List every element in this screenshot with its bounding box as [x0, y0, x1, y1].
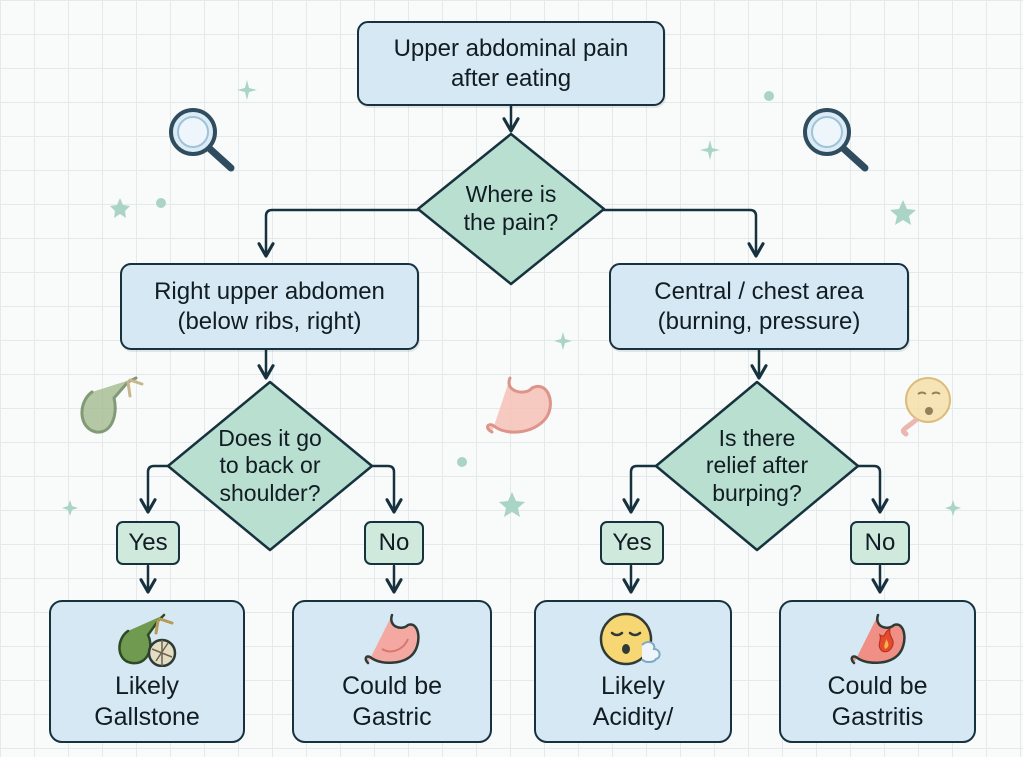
q2-line-3: shoulder?: [219, 479, 321, 506]
start-line-1: Upper abdominal pain: [393, 34, 629, 62]
magnifier-icon: [803, 108, 869, 172]
start-node: Upper abdominal pain after eating: [357, 21, 665, 106]
connector-q3-yes: [622, 464, 659, 514]
question-burping-text: Is there relief after burping?: [678, 420, 836, 512]
question-back-shoulder-text: Does it go to back or shoulder?: [192, 420, 348, 512]
dot: [156, 198, 166, 208]
gallstone-line-2: Gallstone: [94, 702, 200, 731]
connector-q2-yes: [139, 464, 172, 514]
q3-line-3: burping?: [712, 479, 802, 506]
sparkle-icon: [237, 80, 257, 100]
label-no-left: No: [364, 521, 424, 565]
central-line-1: Central / chest area: [654, 277, 864, 305]
sparkle-icon: [62, 500, 78, 516]
q1-line-2: the pain?: [463, 209, 559, 235]
sparkle-icon: [554, 332, 572, 350]
q3-line-2: relief after: [705, 452, 809, 479]
gallbladder-stone-icon: [118, 613, 177, 667]
q1-line-1: Where is: [465, 181, 557, 208]
central-line-2: (burning, pressure): [657, 307, 861, 335]
result-gastritis: Could be Gastritis: [779, 600, 976, 743]
start-line-2: after eating: [450, 64, 572, 92]
result-gallstone: Likely Gallstone: [49, 600, 245, 743]
stomach-icon: [486, 376, 552, 434]
gastric-line-2: Gastric: [352, 702, 432, 731]
gallbladder-icon: [80, 376, 144, 434]
result-gastric: Could be Gastric: [292, 600, 492, 743]
decorations: [62, 80, 961, 517]
label-yes-left: Yes: [116, 521, 180, 565]
central-chest-node: Central / chest area (burning, pressure): [609, 263, 909, 350]
right-upper-line-2: (below ribs, right): [177, 307, 362, 335]
gastritis-line-1: Could be: [827, 671, 928, 700]
star-icon: [110, 198, 130, 218]
q2-line-2: to back or: [219, 452, 321, 479]
connector-q1-central: [599, 208, 765, 258]
label-yes-right: Yes: [600, 521, 664, 565]
label-no-right: No: [850, 521, 910, 565]
q2-line-1: Does it go: [218, 424, 322, 451]
inflamed-stomach-icon: [850, 613, 906, 664]
nausea-face-icon: [900, 377, 951, 437]
magnifier-icon: [169, 108, 235, 172]
q3-line-1: Is there: [718, 424, 796, 451]
dot: [764, 91, 774, 101]
decision-diamond-where: [416, 132, 606, 286]
stomach-icon: [364, 613, 420, 664]
sparkle-icon: [700, 140, 720, 160]
acidity-line-1: Likely: [601, 671, 665, 700]
dot: [457, 457, 467, 467]
right-upper-line-1: Right upper abdomen: [154, 277, 385, 305]
connector-q2-no: [368, 464, 403, 514]
connector-q1-right-upper: [257, 208, 423, 258]
acidity-line-2: Acidity/: [592, 702, 674, 731]
decision-diamond-back-shoulder: [166, 380, 374, 552]
right-upper-abdomen-node: Right upper abdomen (below ribs, right): [120, 263, 419, 350]
star-icon: [499, 492, 525, 517]
question-where-text: Where is the pain?: [431, 170, 591, 248]
decision-diamond-burping: [654, 380, 860, 552]
star-icon: [890, 200, 916, 225]
connector-q3-no: [854, 464, 889, 514]
result-acidity: Likely Acidity/: [534, 600, 732, 743]
burping-face-icon: [599, 612, 661, 665]
gallstone-line-1: Likely: [115, 671, 179, 700]
gastritis-line-2: Gastritis: [831, 702, 924, 731]
gastric-line-1: Could be: [341, 671, 443, 700]
sparkle-icon: [945, 500, 961, 516]
connectors: [139, 104, 889, 594]
